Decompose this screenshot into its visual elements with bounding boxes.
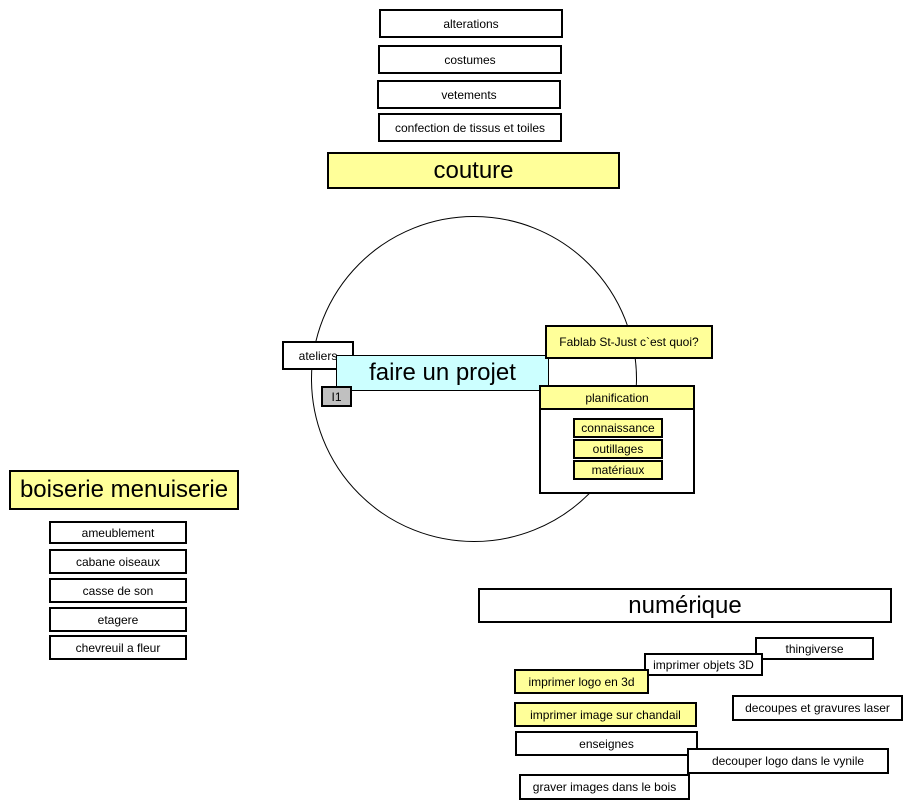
- node-alterations[interactable]: alterations: [379, 9, 563, 38]
- node-graver-images[interactable]: graver images dans le bois: [519, 774, 690, 800]
- node-etagere[interactable]: etagere: [49, 607, 187, 632]
- node-boiserie-menuiserie[interactable]: boiserie menuiserie: [9, 470, 239, 510]
- node-casse-de-son[interactable]: casse de son: [49, 578, 187, 603]
- center-circle: [311, 216, 637, 542]
- node-cabane-oiseaux[interactable]: cabane oiseaux: [49, 549, 187, 574]
- node-imprimer-objets-3d[interactable]: imprimer objets 3D: [644, 653, 763, 676]
- node-vetements[interactable]: vetements: [377, 80, 561, 109]
- node-chevreuil[interactable]: chevreuil a fleur: [49, 635, 187, 660]
- node-thingiverse[interactable]: thingiverse: [755, 637, 874, 660]
- node-imprimer-image[interactable]: imprimer image sur chandail: [514, 702, 697, 727]
- node-couture[interactable]: couture: [327, 152, 620, 189]
- node-fablab[interactable]: Fablab St-Just c`est quoi?: [545, 325, 713, 359]
- node-outillages[interactable]: outillages: [573, 439, 663, 459]
- node-imprimer-logo-3d[interactable]: imprimer logo en 3d: [514, 669, 649, 694]
- node-confection[interactable]: confection de tissus et toiles: [378, 113, 562, 142]
- node-numerique[interactable]: numérique: [478, 588, 892, 623]
- node-ameublement[interactable]: ameublement: [49, 521, 187, 544]
- node-i1[interactable]: I1: [321, 386, 352, 407]
- node-decouper-logo[interactable]: decouper logo dans le vynile: [687, 748, 889, 774]
- node-connaissance[interactable]: connaissance: [573, 418, 663, 438]
- node-faire-un-projet[interactable]: faire un projet: [336, 355, 549, 391]
- node-materiaux[interactable]: matériaux: [573, 460, 663, 480]
- node-enseignes[interactable]: enseignes: [515, 731, 698, 756]
- node-decoupes-gravures[interactable]: decoupes et gravures laser: [732, 695, 903, 721]
- node-planification[interactable]: planification: [539, 385, 695, 410]
- node-costumes[interactable]: costumes: [378, 45, 562, 74]
